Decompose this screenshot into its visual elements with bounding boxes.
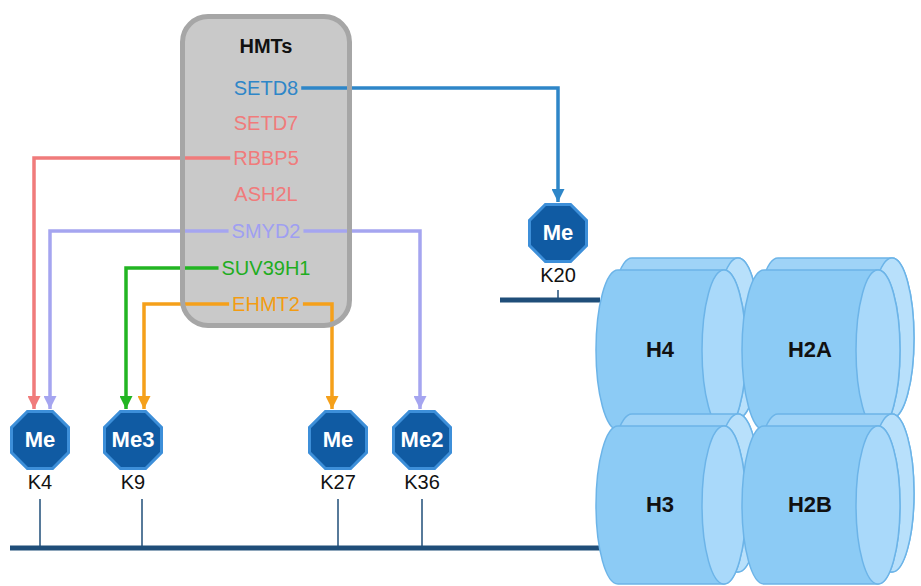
- enzyme-label: ASH2L: [231, 182, 300, 206]
- histone-cylinder: H4: [596, 270, 746, 430]
- histone-name: H3: [607, 426, 713, 584]
- histone-cylinder: H2B: [742, 426, 900, 584]
- residue-tick: [421, 499, 423, 546]
- enzyme-group-box: HMTsSETD8SETD7RBBP5ASH2L SMYD2SUV39H1EHMT…: [180, 14, 352, 328]
- cylinder-cap: [702, 270, 746, 430]
- enzyme-name: RBBP5: [233, 146, 299, 170]
- enzyme-name: ASH2L: [234, 182, 297, 206]
- methylation-arrow: [303, 304, 332, 409]
- methyl-mark-octagon: Me3K9: [103, 410, 163, 470]
- enzyme-name: SUV39H1: [222, 256, 311, 280]
- methylation-arrow: [126, 268, 219, 409]
- cylinder-cap: [702, 426, 746, 584]
- lysine-residue: K9: [83, 470, 183, 494]
- histone-name: H2B: [753, 426, 867, 584]
- methyl-state: Me2: [372, 410, 472, 470]
- methyl-state: Me: [0, 410, 90, 470]
- methyl-mark-octagon: MeK4: [10, 410, 70, 470]
- methylation-arrow: [303, 231, 420, 409]
- histone-cylinder: H3: [596, 426, 746, 584]
- h3-tail: [10, 546, 600, 551]
- lysine-residue: K20: [508, 263, 608, 287]
- methyl-mark-octagon: MeK20: [528, 203, 588, 263]
- histone-name: H4: [607, 270, 713, 430]
- cylinder-body: [596, 426, 746, 584]
- cylinder-body: [742, 426, 900, 584]
- enzyme-label: EHMT2: [229, 292, 303, 316]
- residue-tick: [557, 290, 559, 298]
- enzyme-name: SETD7: [234, 111, 298, 135]
- group-heading: HMTs: [185, 34, 347, 58]
- enzyme-label: SETD8: [231, 76, 301, 100]
- methylation-arrow: [301, 88, 558, 202]
- cylinder-cap: [856, 270, 900, 430]
- residue-tick: [39, 499, 41, 546]
- residue-tick: [141, 499, 143, 546]
- enzyme-name: EHMT2: [232, 292, 300, 316]
- lysine-residue: K4: [0, 470, 90, 494]
- cylinder-cap: [856, 426, 900, 584]
- h4-tail: [500, 298, 600, 303]
- methyl-state: Me: [288, 410, 388, 470]
- enzyme-name: SETD8: [234, 76, 298, 100]
- methylation-arrow: [50, 231, 229, 409]
- enzyme-label: RBBP5: [230, 146, 302, 170]
- hmt-box-fill: [182, 16, 350, 326]
- histone-cylinder: H2A: [742, 270, 900, 430]
- methyl-mark-octagon: MeK27: [308, 410, 368, 470]
- enzyme-label: SETD7: [231, 111, 301, 135]
- lysine-residue: K27: [288, 470, 388, 494]
- methylation-arrow: [34, 158, 230, 409]
- enzyme-label: SUV39H1: [219, 256, 314, 280]
- enzyme-label: SMYD2: [229, 219, 304, 243]
- methyl-state: Me: [508, 203, 608, 263]
- cylinder-body: [742, 270, 900, 430]
- methyl-mark-octagon: Me2K36: [392, 410, 452, 470]
- cylinder-body: [596, 270, 746, 430]
- methylation-arrow: [144, 304, 229, 409]
- lysine-residue: K36: [372, 470, 472, 494]
- residue-tick: [337, 499, 339, 546]
- enzyme-name: SMYD2: [232, 219, 301, 243]
- methyl-state: Me3: [83, 410, 183, 470]
- histone-name: H2A: [753, 270, 867, 430]
